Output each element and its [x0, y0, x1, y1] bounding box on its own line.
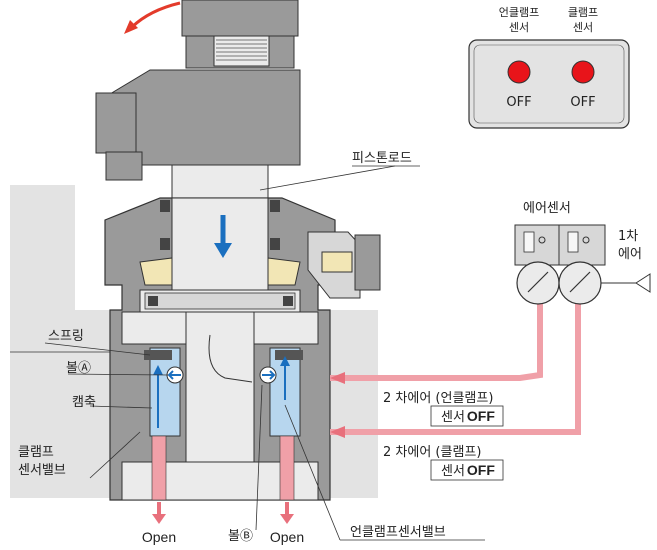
secondary-air-unclamp-label: 2 차에어 (언클램프) — [383, 391, 493, 406]
primary-air-label-line2: 에어 — [618, 247, 642, 262]
clamp-sensor-valve — [144, 347, 181, 437]
secondary-air-clamp-box-state: OFF — [467, 462, 495, 478]
clamp-sensor-label-line2: 센서 — [573, 21, 593, 34]
air-port-fitting — [307, 231, 381, 299]
secondary-air-clamp-label: 2 차에어 (클램프) — [383, 445, 481, 460]
unclamp-sensor-state: OFF — [506, 95, 531, 110]
open-right-label: Open — [270, 529, 304, 545]
exhaust-ports — [151, 435, 295, 524]
open-left-label: Open — [142, 529, 176, 545]
air-sensor-label: 에어센서 — [523, 201, 571, 216]
unclamp-sensor-lamp — [507, 60, 531, 84]
piston-rod-label: 피스톤로드 — [352, 151, 412, 166]
cam-shaft-label: 캠축 — [72, 395, 96, 410]
unclamp-sensor-label-line1: 언클램프 — [499, 6, 539, 19]
sensor-indicator-panel — [468, 39, 630, 129]
leader-lines — [10, 165, 485, 541]
clamp-sensor-lamp — [571, 60, 595, 84]
clamp-arm — [95, 0, 301, 181]
secondary-air-clamp-box-text: 센서 — [441, 464, 465, 479]
piston-direction-arrow — [214, 215, 232, 258]
spring-label: 스프링 — [48, 329, 84, 344]
clamp-sensor-state: OFF — [570, 95, 595, 110]
clamp-sensor-valve-label-line1: 클램프 — [18, 445, 54, 460]
rotation-arrow — [124, 1, 181, 34]
ball-a — [166, 366, 184, 384]
secondary-air-unclamp-box-state: OFF — [467, 408, 495, 424]
air-sensor-unit — [514, 224, 651, 305]
clamp-sensor-label-line1: 클램프 — [568, 6, 598, 19]
ball-b — [259, 366, 277, 384]
clamp-sensor-valve-label-line2: 센서밸브 — [18, 463, 66, 478]
unclamp-sensor-valve-label: 언클램프센서밸브 — [350, 525, 446, 540]
seals — [139, 200, 301, 306]
unclamp-sensor-label-line2: 센서 — [509, 21, 529, 34]
primary-air-label-line1: 1차 — [618, 229, 638, 244]
secondary-air-unclamp-box-text: 센서 — [441, 410, 465, 425]
ball-b-label: 볼Ⓑ — [228, 529, 253, 544]
ball-a-label: 볼Ⓐ — [66, 361, 91, 376]
unclamp-sensor-valve — [269, 347, 303, 437]
